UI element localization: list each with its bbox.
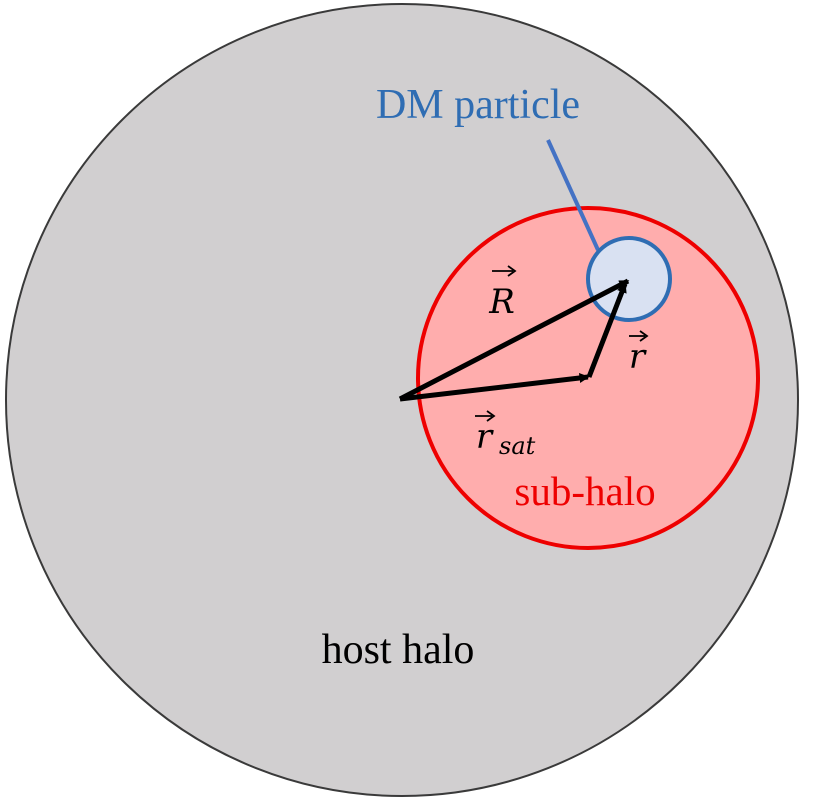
vector-R-arrow <box>398 278 630 402</box>
vector-r-sat-label: r sat <box>475 410 536 460</box>
vector-r-sat-main-text: r <box>476 417 494 457</box>
sub-halo-label: sub-halo <box>514 468 655 514</box>
vector-r-sat-overarrow-head <box>486 410 496 422</box>
host-halo-label: host halo <box>322 627 475 673</box>
vector-R-label: R <box>488 265 517 322</box>
vector-R-overarrow-head <box>507 265 517 277</box>
vector-r-text: r <box>629 337 647 377</box>
vector-r-sat-subscript: sat <box>499 432 536 460</box>
vector-R-text: R <box>488 282 515 322</box>
vector-r-sat-arrow <box>399 373 590 402</box>
dm-particle-circle <box>586 236 672 322</box>
dm-particle-pointer-line <box>546 139 600 251</box>
vector-r-arrow <box>586 282 628 378</box>
vector-r-overarrow-head <box>639 330 649 342</box>
dm-particle-label: DM particle <box>376 82 580 128</box>
vector-r-label: r <box>629 330 649 377</box>
